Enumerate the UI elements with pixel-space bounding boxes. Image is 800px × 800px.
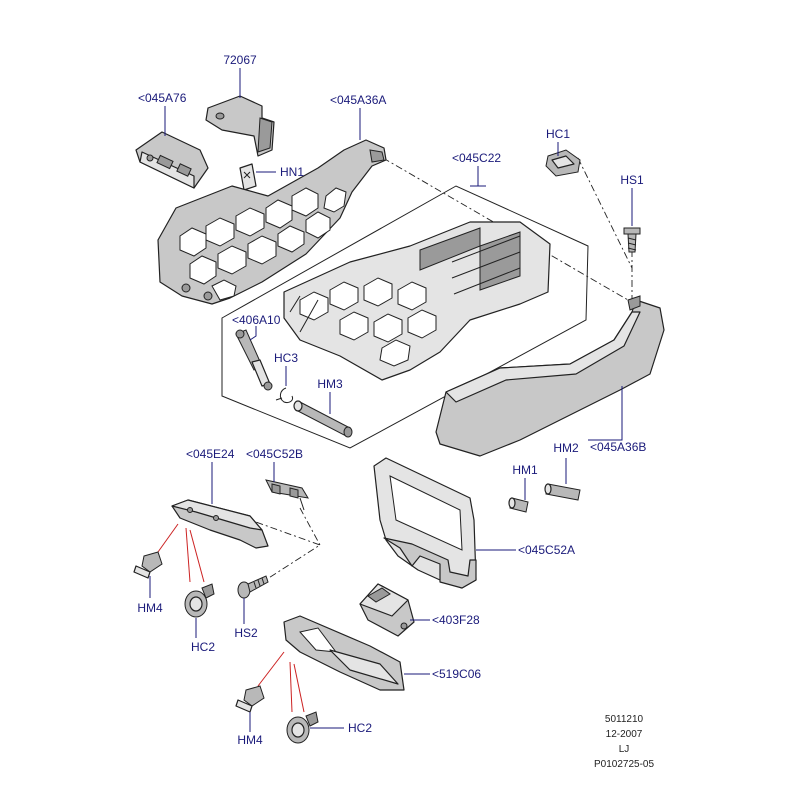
screw-HS1 (623, 227, 641, 253)
label-HC2-upper: HC2 (191, 640, 215, 654)
trim-panel-045E24 (171, 499, 269, 549)
screw-HS2 (237, 575, 269, 599)
label-045A36B: <045A36B (590, 440, 646, 454)
clip-HC1 (545, 149, 581, 177)
callout-leaders (149, 68, 633, 732)
push-clip-HM4-upper (133, 551, 163, 579)
panel-519C06 (283, 615, 405, 691)
label-045A76: <045A76 (138, 91, 187, 105)
label-HS2: HS2 (234, 626, 258, 640)
bracket-group-frame (221, 185, 589, 449)
clip-bracket-045C52B (265, 479, 309, 511)
label-72067: 72067 (223, 53, 257, 67)
pin-HM3 (293, 400, 353, 438)
gas-strut-406A10 (235, 329, 273, 391)
label-HM4-lower: HM4 (237, 733, 263, 747)
drawing-date: 12-2007 (606, 729, 643, 740)
pin-HM1 (508, 497, 529, 513)
clip-HC3 (275, 387, 293, 403)
red-leaders (157, 523, 305, 713)
label-045A36A: <045A36A (330, 93, 386, 107)
side-panel-045A36B (435, 295, 665, 457)
pin-HM2 (544, 483, 581, 501)
callout-labels: 72067 <045A76 <045A36A HC1 HN1 <045C22 H… (137, 53, 646, 747)
label-045C52A: <045C52A (518, 543, 575, 557)
label-045C52B: <045C52B (246, 447, 303, 461)
drawing-number: 5011210 (605, 714, 644, 725)
label-HN1: HN1 (280, 165, 304, 179)
switch-panel-045A76 (135, 131, 209, 189)
label-045E24: <045E24 (186, 447, 235, 461)
drawing-ref: P0102725-05 (594, 759, 654, 770)
bracket-045C52A (373, 457, 477, 589)
drawing-meta: 5011210 12-2007 LJ P0102725-05 (594, 714, 654, 770)
label-HC3: HC3 (274, 351, 298, 365)
drawing-initials: LJ (619, 744, 630, 755)
trim-cover-72067 (205, 95, 275, 157)
label-406A10: <406A10 (232, 313, 281, 327)
clip-HN1 (239, 163, 257, 191)
label-HM2: HM2 (553, 441, 579, 455)
label-HC2-lower: HC2 (348, 721, 372, 735)
label-519C06: <519C06 (432, 667, 481, 681)
label-HC1: HC1 (546, 127, 570, 141)
clip-HC2-upper (184, 583, 215, 618)
clip-HC2-lower (286, 711, 319, 744)
main-bracket-045C22 (283, 221, 551, 381)
label-HS1: HS1 (620, 173, 644, 187)
module-403F28 (359, 583, 415, 637)
label-HM3: HM3 (317, 377, 343, 391)
label-403F28: <403F28 (432, 613, 480, 627)
label-HM4-upper: HM4 (137, 601, 163, 615)
side-panel-045A36A (157, 139, 387, 305)
label-HM1: HM1 (512, 463, 538, 477)
label-045C22: <045C22 (452, 151, 501, 165)
push-clip-HM4-lower (235, 685, 265, 713)
